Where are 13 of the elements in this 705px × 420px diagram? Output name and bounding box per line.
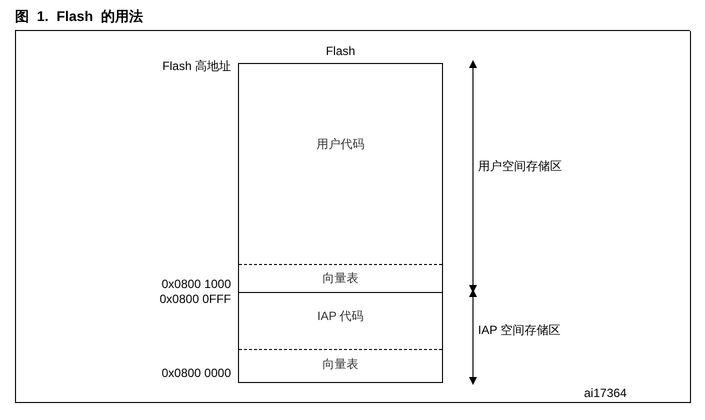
region-label: 用户空间存储区 (478, 158, 562, 175)
section-label: 用户代码 (316, 136, 366, 153)
address-label: 0x0800 0000 (162, 366, 231, 380)
section-label: 向量表 (322, 270, 360, 287)
figure-id: ai17364 (584, 386, 627, 400)
section-label: 向量表 (322, 356, 360, 373)
section-label: IAP 代码 (316, 308, 365, 325)
region-label: IAP 空间存储区 (478, 322, 560, 339)
address-label: Flash 高地址 (162, 58, 231, 75)
memory-heading: Flash (324, 44, 356, 58)
figure-title: 图 1. Flash 的用法 (15, 8, 143, 26)
address-label: 0x0800 0FFF (160, 292, 231, 306)
address-label: 0x0800 1000 (162, 277, 231, 291)
